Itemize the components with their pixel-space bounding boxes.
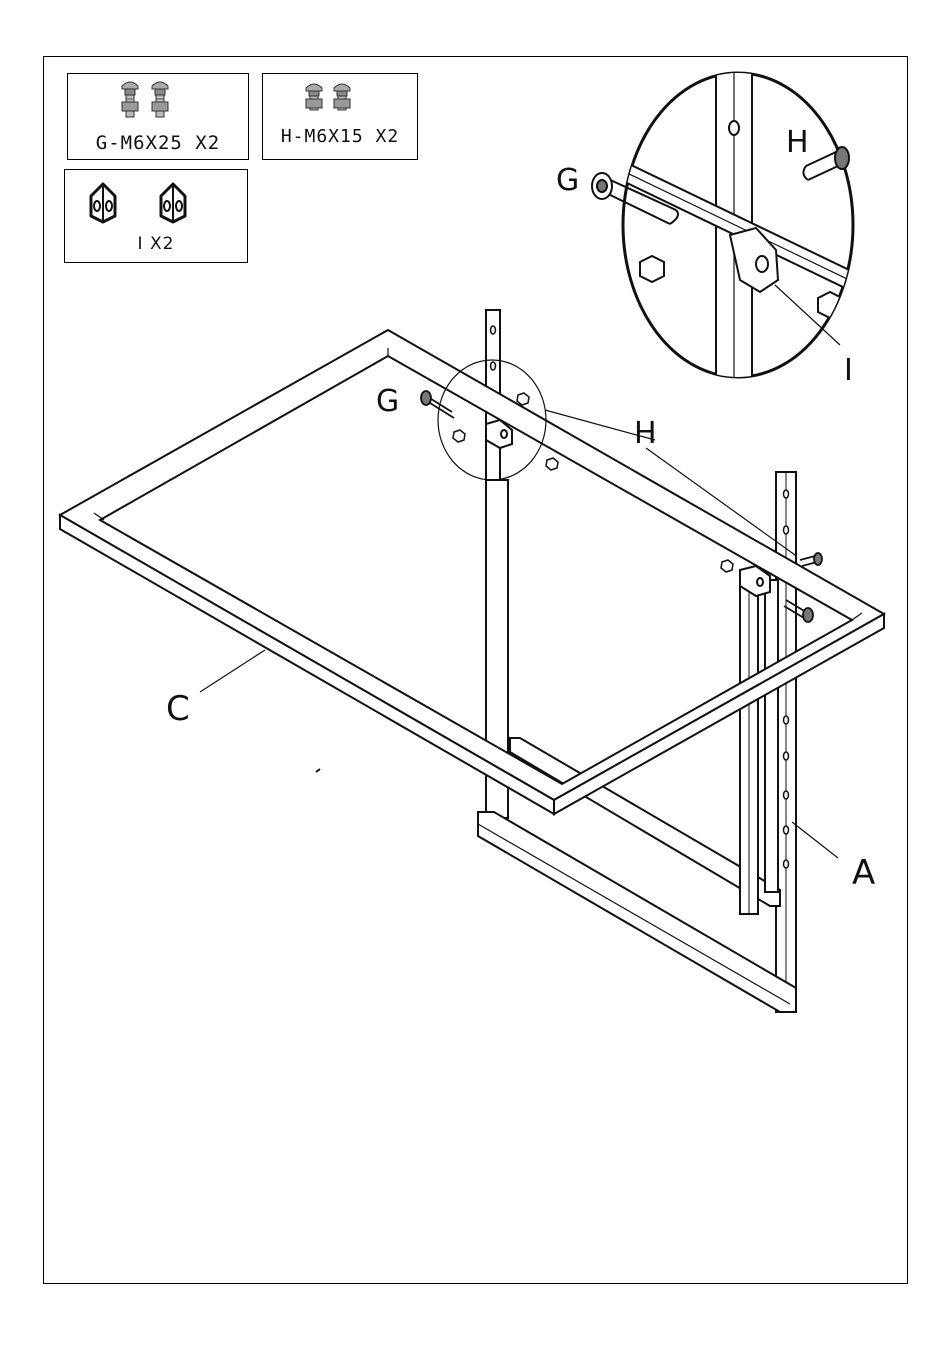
callout-h-main: H [634, 416, 657, 451]
bolt-h-right [800, 553, 822, 566]
callout-c: C [166, 689, 190, 729]
callout-a: A [852, 853, 875, 893]
callout-i-zoom: I [844, 353, 853, 388]
callout-g-zoom: G [556, 163, 579, 198]
zoom-detail [592, 60, 870, 400]
bolt-g-left [421, 391, 454, 418]
callout-h-zoom: H [786, 125, 809, 160]
frame-legs [740, 580, 778, 914]
stray-mark [316, 769, 320, 772]
callout-g-main: G [376, 384, 399, 419]
